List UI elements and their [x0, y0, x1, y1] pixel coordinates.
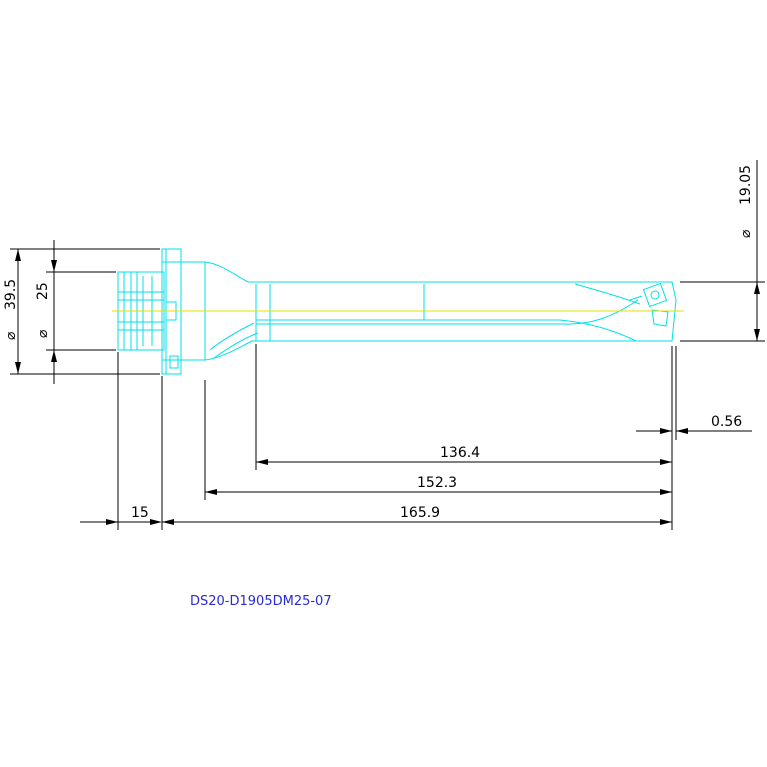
- drill-body: [248, 281, 672, 342]
- part-number-label: DS20-D1905DM25-07: [190, 594, 332, 609]
- drill-diameter-value: 19.05: [738, 165, 754, 205]
- drill-tip: [629, 281, 677, 342]
- shank-diameter-value: 25: [35, 282, 51, 300]
- dim-shank-diameter: ⌀ 25: [35, 240, 116, 384]
- dim-length-152: 152.3: [205, 475, 672, 495]
- dim-tip-offset: 0.56: [636, 414, 752, 434]
- flange-diameter-symbol: ⌀: [3, 331, 19, 340]
- flange-diameter-value: 39.5: [3, 279, 19, 310]
- extension-lines: [117, 344, 677, 530]
- shank-diameter-symbol: ⌀: [35, 329, 51, 338]
- drill-diameter-symbol: ⌀: [738, 229, 754, 238]
- neck: [181, 261, 259, 361]
- dim-drill-diameter: ⌀ 19.05: [680, 160, 765, 342]
- shank-end: [117, 271, 177, 351]
- length-136-value: 136.4: [440, 445, 480, 461]
- tip-offset-value: 0.56: [711, 414, 742, 430]
- dim-flange-diameter: ⌀ 39.5: [3, 248, 160, 375]
- shank-length-value: 15: [131, 505, 149, 521]
- dim-overall-length: 165.9: [162, 505, 672, 525]
- dim-length-136: 136.4: [256, 445, 672, 465]
- dim-shank-length: 15: [80, 505, 162, 525]
- overall-length-value: 165.9: [400, 505, 440, 521]
- length-152-value: 152.3: [417, 475, 457, 491]
